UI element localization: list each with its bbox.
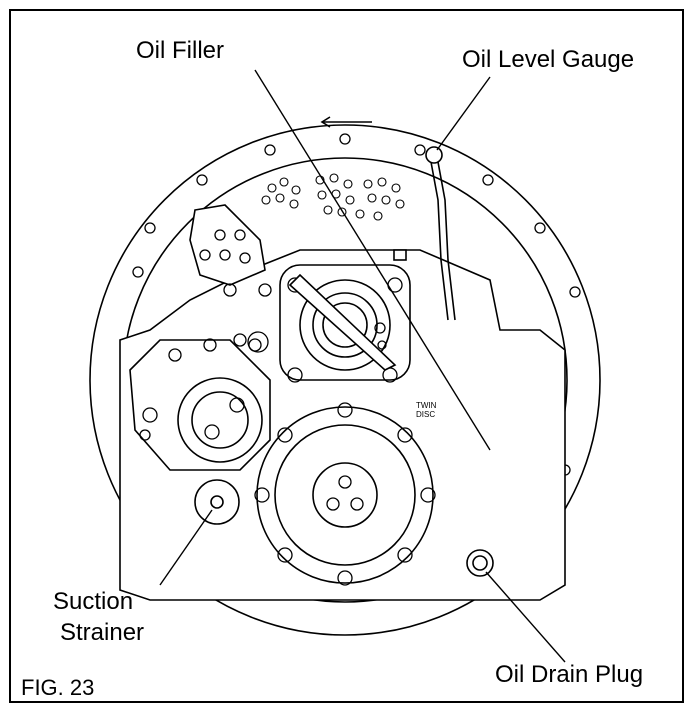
output-flange-hub (312, 462, 378, 528)
callout-oil-filler: Oil Filler (136, 37, 224, 64)
leader-oil-filler (254, 69, 491, 451)
leader-lines (159, 69, 566, 663)
hub-nuts (326, 475, 364, 511)
housing-brand-text: TWIN DISC (416, 401, 436, 419)
brace (288, 273, 397, 371)
callout-suction-strainer-line2: Strainer (60, 619, 145, 646)
leader-oil-drain-plug (485, 571, 566, 663)
oil-drain-plug (466, 549, 494, 577)
suction-strainer-body (194, 479, 240, 525)
oil-level-gauge-handle (425, 146, 443, 164)
ventilation-holes (261, 173, 405, 221)
housing-bolts (132, 133, 581, 536)
flywheel-housing-outer (89, 124, 601, 636)
housing-brand-line1: TWIN (416, 401, 437, 410)
valve-bolts-left (139, 283, 272, 441)
flange-bolts (254, 402, 436, 586)
output-flange-outer (256, 406, 434, 584)
oil-filler-cap (393, 249, 407, 261)
valve-bolts (199, 229, 251, 264)
callout-suction-strainer-line1: Suction (53, 588, 134, 615)
filter-head (177, 377, 263, 463)
callout-oil-level-gauge: Oil Level Gauge (462, 46, 635, 73)
leader-suction-strainer (159, 509, 213, 586)
leader-oil-level-gauge (436, 76, 491, 151)
control-valve-bracket (189, 204, 266, 286)
housing-brand-line2: DISC (416, 410, 436, 419)
rotation-arrow-icon (320, 116, 372, 128)
figure-label: FIG. 23 (21, 675, 95, 700)
output-flange-mid (274, 424, 416, 566)
callout-oil-drain-plug: Oil Drain Plug (495, 661, 644, 688)
oil-level-gauge-tube (437, 161, 456, 321)
